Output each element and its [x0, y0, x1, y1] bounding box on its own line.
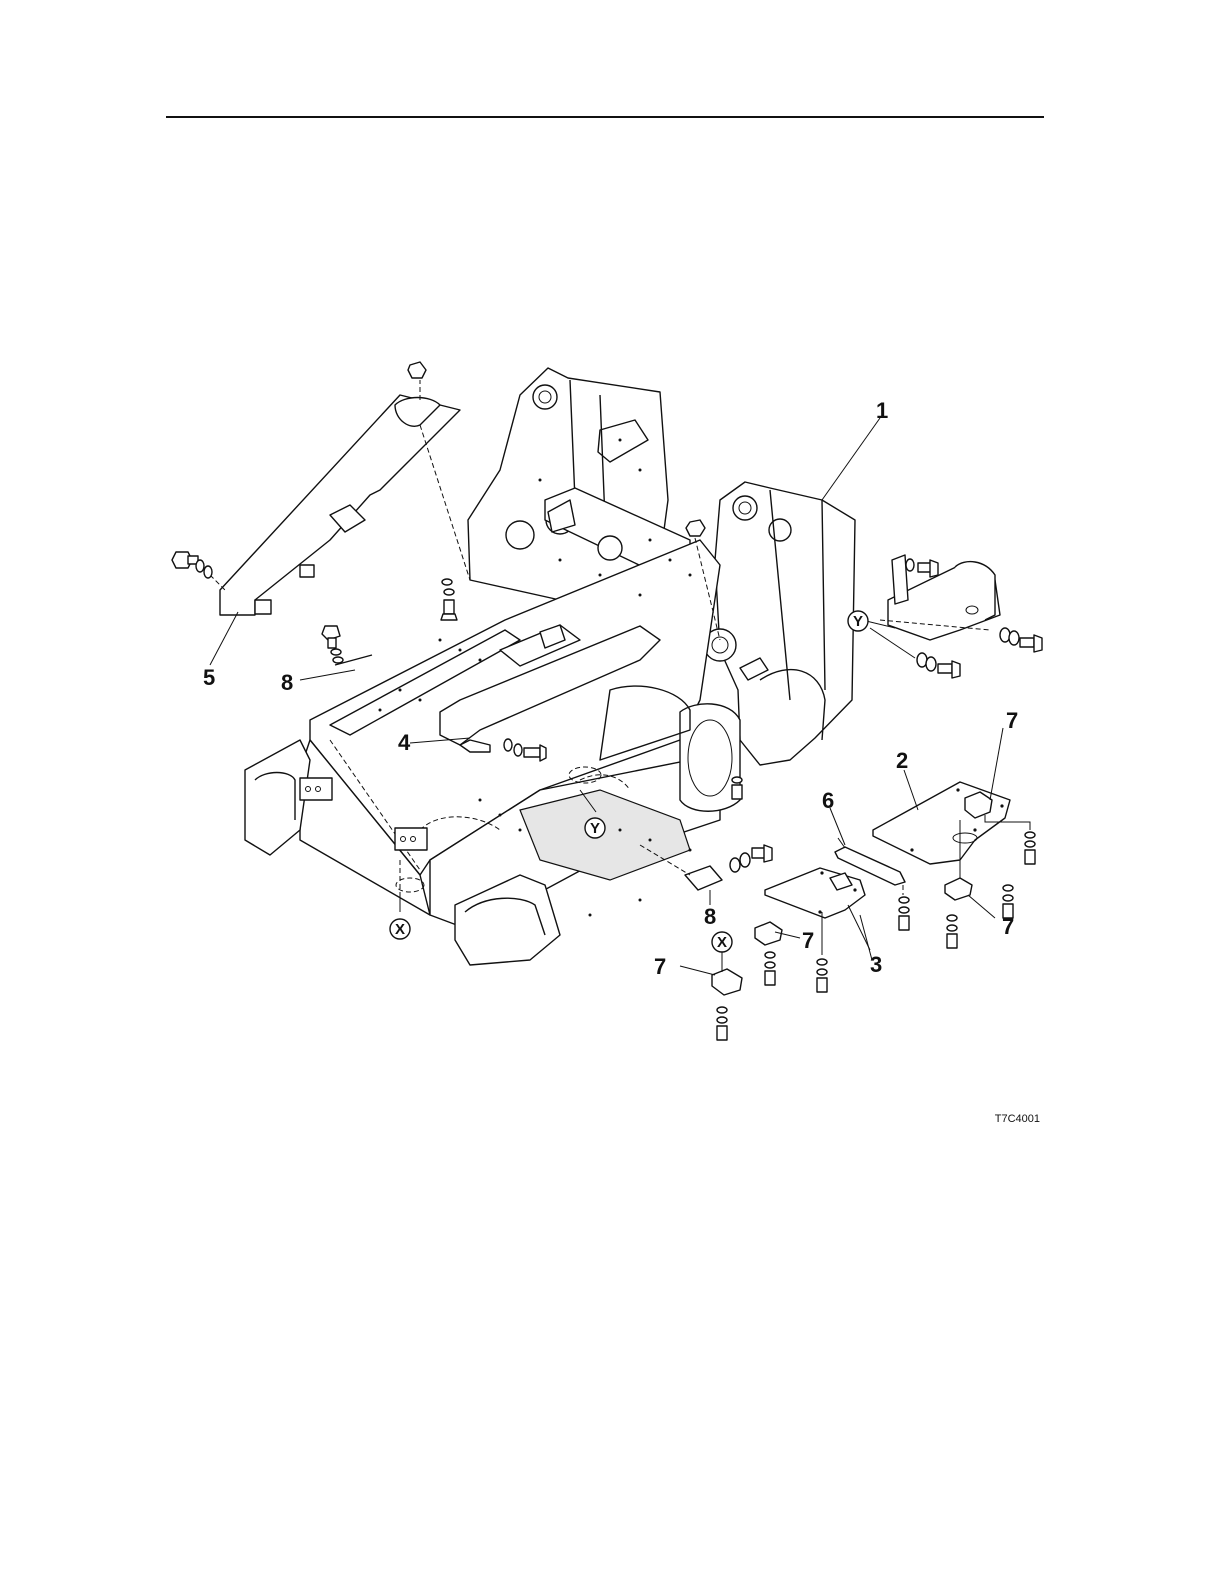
callout-7-bottom: 7	[654, 954, 666, 979]
part-5-left-guard	[172, 362, 470, 615]
main-frame	[245, 368, 855, 965]
callout-3: 3	[870, 952, 882, 977]
callout-7-middle: 7	[802, 928, 814, 953]
part-8-upper-fastener	[322, 626, 372, 665]
callout-8-lower: 8	[704, 904, 716, 929]
callout-7-upper-right: 7	[1006, 708, 1018, 733]
figure-code: T7C4001	[995, 1113, 1040, 1125]
callout-2: 2	[896, 748, 908, 773]
callout-4: 4	[398, 730, 411, 755]
callout-5: 5	[203, 665, 215, 690]
ref-x-bottom: X	[717, 934, 727, 951]
ref-x-left: X	[395, 921, 405, 938]
callout-7-lower-right: 7	[1002, 914, 1014, 939]
ref-y-right: Y	[853, 613, 863, 630]
callout-6: 6	[822, 788, 834, 813]
right-bracket-assembly	[870, 555, 1042, 678]
part-2-cover-plate	[873, 782, 1010, 880]
callout-8-upper: 8	[281, 670, 293, 695]
callout-1: 1	[876, 398, 888, 423]
ref-y-center: Y	[590, 820, 600, 837]
